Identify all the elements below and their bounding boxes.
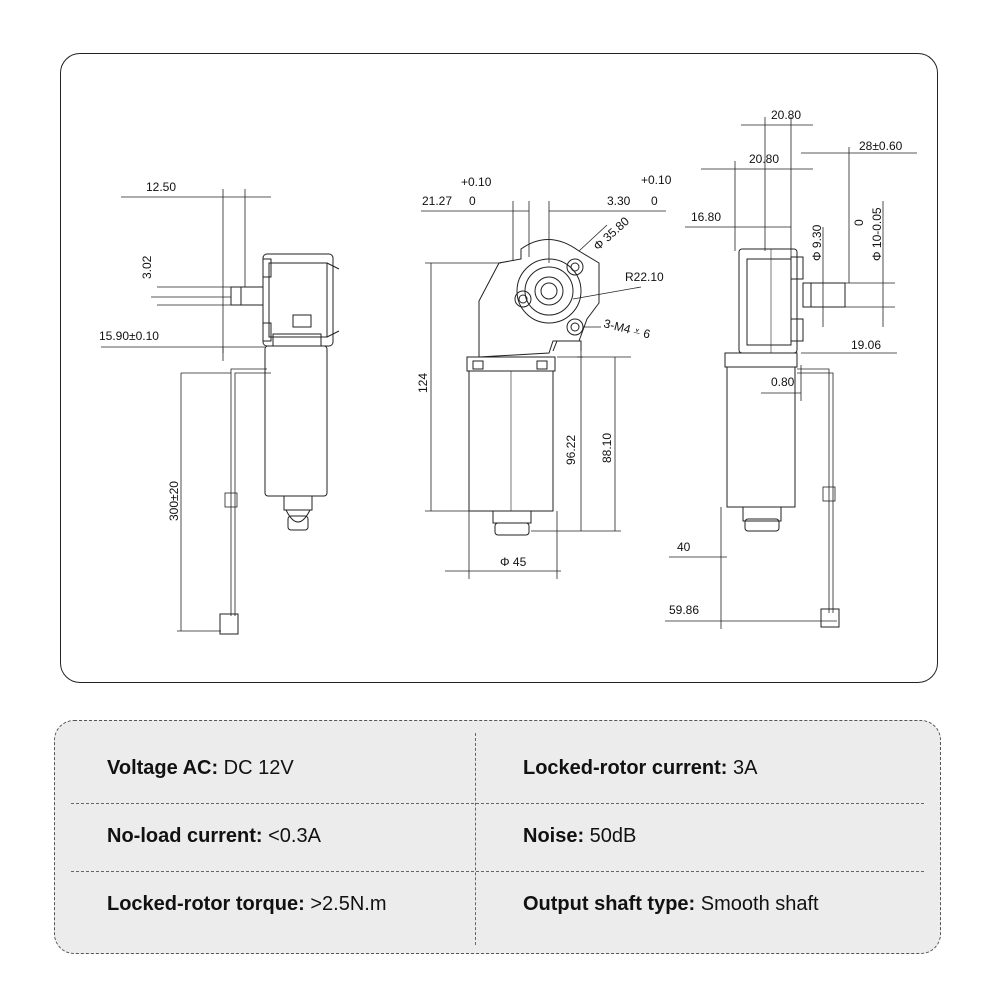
- spec-label: Voltage AC:: [107, 757, 219, 779]
- dim-right-offset: 16.80: [691, 210, 721, 224]
- technical-drawing-frame: 12.50 3.02 15.90±0.10 300±20 +0.10 21.27…: [60, 53, 938, 683]
- dim-front-pcd: Φ 35.80: [591, 214, 633, 253]
- dim-front-tol-right: +0.10: [641, 173, 672, 187]
- spec-no-load-current: No-load current: <0.3A: [107, 825, 321, 848]
- dim-front-zero-left: 0: [469, 194, 476, 208]
- dim-right-shaft-tol: 28±0.60: [859, 139, 903, 153]
- dim-right-overall-w: 59.86: [669, 603, 699, 617]
- dim-front-zero-right: 0: [651, 194, 658, 208]
- column-divider: [475, 733, 476, 945]
- spec-label: Locked-rotor current:: [523, 757, 728, 779]
- spec-locked-rotor-current: Locked-rotor current: 3A: [523, 757, 758, 780]
- dim-right-top1: 20.80: [771, 108, 801, 122]
- spec-value: Smooth shaft: [695, 893, 819, 915]
- spec-value: DC 12V: [218, 757, 294, 779]
- motor-dimension-drawing: 12.50 3.02 15.90±0.10 300±20 +0.10 21.27…: [99, 108, 917, 635]
- row-divider: [71, 871, 924, 872]
- dim-left-shaft-d: 3.02: [140, 255, 154, 279]
- dim-front-height-total: 124: [416, 373, 430, 393]
- dim-front-holes: 3-M4 ⩡ 6: [602, 316, 652, 341]
- spec-value: <0.3A: [262, 825, 321, 847]
- dim-front-right: 3.30: [607, 194, 631, 208]
- dim-front-tol-left: +0.10: [461, 175, 492, 189]
- spec-label: Noise:: [523, 825, 585, 847]
- dim-left-width-top: 12.50: [146, 180, 176, 194]
- dim-right-shaft-d-tol: 0: [852, 219, 866, 226]
- spec-value: 3A: [727, 757, 758, 779]
- dim-left-shaft-len: 15.90±0.10: [99, 329, 159, 343]
- spec-label: Output shaft type:: [523, 893, 696, 915]
- dim-right-body-w: 40: [677, 540, 691, 554]
- spec-voltage: Voltage AC: DC 12V: [107, 757, 294, 780]
- spec-label: Locked-rotor torque:: [107, 893, 305, 915]
- right-view: [665, 117, 917, 629]
- dim-front-left: 21.27: [422, 194, 452, 208]
- spec-noise: Noise: 50dB: [523, 825, 636, 848]
- dim-right-gap: 0.80: [771, 375, 795, 389]
- dim-front-height-mid: 96.22: [564, 435, 578, 465]
- spec-table: Voltage AC: DC 12V Locked-rotor current:…: [54, 720, 941, 954]
- left-view: [101, 189, 340, 635]
- spec-locked-rotor-torque: Locked-rotor torque: >2.5N.m: [107, 893, 386, 916]
- dim-front-radius: R22.10: [625, 270, 664, 284]
- dim-left-lead-len: 300±20: [167, 481, 181, 521]
- dim-right-shaft-d: Φ 9.30: [810, 224, 824, 261]
- dim-front-diameter: Φ 45: [500, 555, 527, 569]
- spec-value: 50dB: [584, 825, 637, 847]
- front-view: [421, 201, 666, 579]
- dim-right-top2: 20.80: [749, 152, 779, 166]
- row-divider: [71, 803, 924, 804]
- dim-front-height-body: 88.10: [600, 433, 614, 463]
- spec-label: No-load current:: [107, 825, 263, 847]
- dim-right-shaft-len: 19.06: [851, 338, 881, 352]
- dim-right-shaft-d2: Φ 10-0.05: [870, 207, 884, 261]
- spec-output-shaft-type: Output shaft type: Smooth shaft: [523, 893, 819, 916]
- spec-value: >2.5N.m: [304, 893, 387, 915]
